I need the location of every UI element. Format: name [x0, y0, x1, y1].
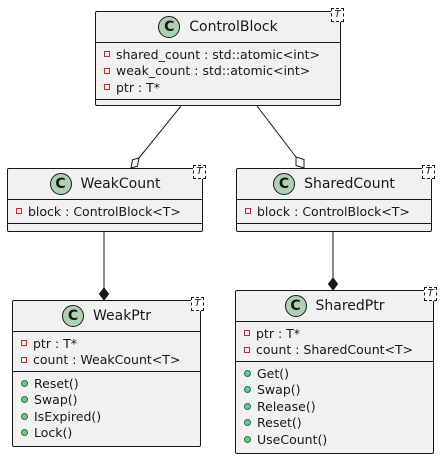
- field-text: weak_count : std::atomic<int>: [116, 63, 311, 79]
- method-row: IsExpired(): [21, 408, 200, 425]
- method-text: Get(): [257, 365, 290, 381]
- field-row: count : WeakCount<T>: [21, 352, 200, 369]
- public-visibility-icon: [21, 412, 28, 420]
- fields-section: shared_count : std::atomic<int> weak_cou…: [96, 43, 340, 100]
- methods-section: [237, 224, 431, 230]
- template-parameter: T: [424, 287, 437, 301]
- public-visibility-icon: [244, 435, 251, 443]
- fields-section: block : ControlBlock<T>: [237, 200, 431, 224]
- public-visibility-icon: [244, 419, 251, 427]
- template-parameter: T: [193, 165, 206, 179]
- field-text: ptr : T*: [33, 335, 78, 351]
- aggregation-diamond-weakcount: [130, 157, 140, 169]
- class-controlblock[interactable]: C ControlBlock T shared_count : std::ato…: [95, 8, 344, 106]
- fields-section: ptr : T* count : SharedCount<T>: [236, 322, 433, 362]
- class-header: C WeakPtr T: [13, 297, 204, 332]
- public-visibility-icon: [21, 379, 28, 387]
- class-name: WeakCount: [80, 176, 161, 192]
- method-row: UseCount(): [244, 431, 433, 448]
- methods-section: Get() Swap() Release() Reset() UseCount(…: [236, 362, 433, 451]
- method-text: Swap(): [34, 392, 78, 408]
- class-name: SharedCount: [304, 176, 395, 192]
- field-text: ptr : T*: [116, 79, 161, 95]
- class-sharedcount[interactable]: C SharedCount T block : ControlBlock<T>: [236, 165, 435, 232]
- public-visibility-icon: [244, 369, 251, 377]
- method-text: Reset(): [34, 375, 79, 391]
- field-text: block : ControlBlock<T>: [28, 203, 181, 219]
- method-text: IsExpired(): [34, 408, 102, 424]
- fields-section: block : ControlBlock<T>: [8, 200, 202, 224]
- private-visibility-icon: [245, 208, 251, 215]
- template-parameter: T: [331, 8, 344, 22]
- class-icon: C: [273, 173, 296, 195]
- methods-section: [8, 224, 202, 230]
- class-name: ControlBlock: [189, 19, 278, 35]
- aggregation-diamond-sharedcount: [295, 156, 305, 169]
- class-sharedptr[interactable]: C SharedPtr T ptr : T* count : SharedCou…: [235, 287, 437, 454]
- class-weakcount[interactable]: C WeakCount T block : ControlBlock<T>: [7, 165, 206, 232]
- method-text: Reset(): [257, 415, 302, 431]
- private-visibility-icon: [244, 330, 250, 337]
- private-visibility-icon: [104, 84, 110, 91]
- field-text: count : WeakCount<T>: [33, 352, 181, 368]
- field-row: shared_count : std::atomic<int>: [104, 46, 340, 63]
- fields-section: ptr : T* count : WeakCount<T>: [13, 332, 200, 372]
- field-row: ptr : T*: [21, 335, 200, 352]
- composition-diamond-sharedptr: [327, 277, 339, 291]
- class-header: C SharedPtr T: [236, 287, 437, 322]
- private-visibility-icon: [244, 346, 250, 353]
- field-text: ptr : T*: [256, 325, 301, 341]
- public-visibility-icon: [21, 396, 28, 404]
- field-text: shared_count : std::atomic<int>: [116, 46, 321, 62]
- private-visibility-icon: [21, 356, 27, 363]
- class-icon: C: [49, 173, 72, 195]
- class-name: WeakPtr: [92, 308, 151, 324]
- method-text: Swap(): [257, 382, 301, 398]
- method-text: Lock(): [34, 425, 73, 441]
- composition-diamond-weakptr: [98, 287, 110, 301]
- relation-controlblock-weakcount: [138, 105, 182, 159]
- method-row: Release(): [244, 398, 433, 415]
- class-header: C WeakCount T: [8, 165, 206, 200]
- field-row: weak_count : std::atomic<int>: [104, 63, 340, 80]
- class-icon: C: [284, 295, 307, 317]
- class-icon: C: [158, 16, 181, 38]
- field-row: ptr : T*: [244, 325, 433, 342]
- class-icon: C: [61, 305, 84, 327]
- public-visibility-icon: [244, 386, 251, 394]
- relation-controlblock-sharedcount: [256, 105, 297, 158]
- class-header: C SharedCount T: [237, 165, 435, 200]
- method-row: Swap(): [244, 382, 433, 399]
- field-text: block : ControlBlock<T>: [257, 203, 410, 219]
- private-visibility-icon: [104, 51, 110, 58]
- method-row: Reset(): [244, 415, 433, 432]
- method-text: Release(): [257, 398, 316, 414]
- method-text: UseCount(): [257, 431, 328, 447]
- public-visibility-icon: [21, 429, 28, 437]
- method-row: Get(): [244, 365, 433, 382]
- field-row: ptr : T*: [104, 79, 340, 96]
- template-parameter: T: [422, 165, 435, 179]
- field-row: count : SharedCount<T>: [244, 342, 433, 359]
- private-visibility-icon: [21, 340, 27, 347]
- field-text: count : SharedCount<T>: [256, 342, 414, 358]
- template-parameter: T: [191, 297, 204, 311]
- class-name: SharedPtr: [315, 298, 385, 314]
- method-row: Lock(): [21, 425, 200, 442]
- class-header: C ControlBlock T: [96, 8, 344, 43]
- methods-section: Reset() Swap() IsExpired() Lock(): [13, 372, 200, 444]
- public-visibility-icon: [244, 402, 251, 410]
- method-row: Reset(): [21, 375, 200, 392]
- method-row: Swap(): [21, 392, 200, 409]
- private-visibility-icon: [104, 67, 110, 74]
- class-weakptr[interactable]: C WeakPtr T ptr : T* count : WeakCount<T…: [12, 297, 204, 447]
- field-row: block : ControlBlock<T>: [16, 203, 202, 220]
- methods-section: [96, 100, 340, 106]
- private-visibility-icon: [16, 208, 22, 215]
- field-row: block : ControlBlock<T>: [245, 203, 431, 220]
